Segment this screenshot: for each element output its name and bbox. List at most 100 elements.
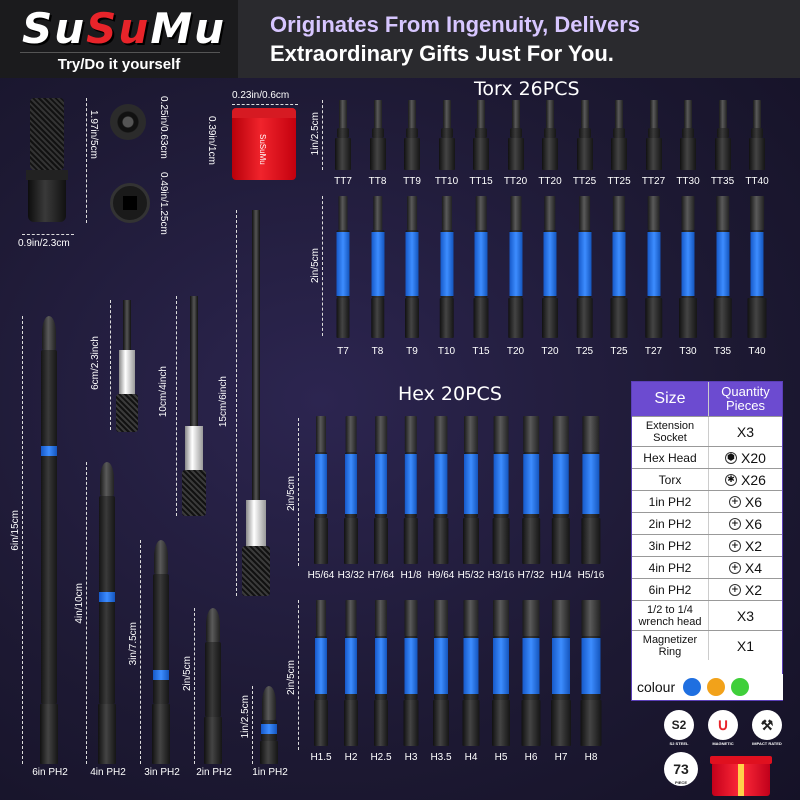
pieces-badge: 73 (664, 752, 698, 786)
hex-row2-line (298, 600, 299, 750)
hex-row1-label: H3/32 (337, 570, 365, 581)
magnetic-caption: MAGNETIC (712, 741, 734, 746)
table-cell-size: 4in PH2 (632, 557, 709, 578)
torx-short-label: TT25 (572, 176, 597, 187)
hex-row2-label: H7 (554, 752, 568, 763)
torx-long-bit (334, 196, 352, 338)
torx-long-label: T25 (610, 346, 628, 357)
torx-short-dim-text: 1in/2.5cm (310, 112, 321, 156)
table-row: 4in PH2+X4 (632, 556, 782, 578)
table-cell-qty: X3 (736, 423, 755, 440)
torx-long-label: T15 (472, 346, 490, 357)
torx-long-label: T20 (506, 346, 525, 357)
hex-row2-label: H8 (584, 752, 598, 763)
hex-row1-line (298, 418, 299, 566)
table-row: Hex Head⬢X20 (632, 446, 782, 468)
table-cell-size: Hex Head (632, 447, 709, 468)
torx-short-bit (748, 100, 766, 170)
table-cell-size: 2in PH2 (632, 513, 709, 534)
magnet-width-line (232, 104, 298, 105)
table-cell-size: 3in PH2 (632, 535, 709, 556)
adapter-socket (26, 98, 68, 223)
table-row: Torx✱X26 (632, 468, 782, 490)
gift-box-icon (710, 756, 772, 796)
socket-top-dim: 0.25in/0.63cm (158, 96, 169, 159)
brand-logo: SuSuMu (22, 4, 227, 53)
hex-icon: ⬢ (725, 451, 738, 464)
hex-bit-row1 (342, 416, 360, 564)
hex-bit-row2 (372, 600, 390, 746)
hex-bit-row2 (492, 600, 510, 746)
table-cell-size: Extension Socket (632, 417, 709, 446)
tagline-divider (20, 52, 220, 53)
torx-long-label: T27 (644, 346, 663, 357)
torx-long-bit (369, 196, 387, 338)
table-cell-size: 1/2 to 1/4 wrench head (632, 601, 709, 630)
hex-bit-row1 (492, 416, 510, 564)
torx-long-label: T20 (541, 346, 559, 357)
ph2-bit (38, 316, 60, 764)
table-row: 2in PH2+X6 (632, 512, 782, 534)
hex-row2-label: H2 (344, 752, 358, 763)
hex-row1-label: H5/32 (457, 570, 485, 581)
ph2-dim: 3in/7.5cm (128, 622, 139, 666)
torx-short-label: TT8 (368, 176, 387, 187)
torx-short-label: TT25 (607, 176, 631, 187)
hex-row2-label: H1.5 (310, 752, 332, 763)
torx-long-label: T7 (337, 346, 349, 357)
ph2-bit (150, 540, 172, 764)
torx-short-bit (507, 100, 525, 170)
torx-short-bit (610, 100, 628, 170)
hex-row1-label: H7/64 (367, 570, 395, 581)
table-cell-qty: +X2 (709, 579, 782, 600)
slogan-line-2: Extraordinary Gifts Just For You. (270, 41, 614, 66)
ph2-bit (258, 686, 280, 764)
torx-long-label: T25 (575, 346, 594, 357)
torx-long-bit (576, 196, 594, 338)
table-cell-qty: X3 (736, 607, 755, 624)
hex-row2-label: H3 (404, 752, 418, 763)
table-row: 3in PH2+X2 (632, 534, 782, 556)
hex-row1-dim: 2in/5cm (286, 476, 297, 512)
table-row: 1/2 to 1/4 wrench head X3 (632, 600, 782, 630)
holder-short-dim: 6cm/2.3inch (90, 336, 101, 390)
hex-bit-row1 (581, 416, 601, 564)
ph2-dim: 2in/5cm (182, 656, 193, 692)
adapter-height-line (86, 98, 87, 223)
holder-mid-line (176, 296, 177, 516)
table-cell-qty: +X6 (709, 513, 782, 534)
holder-mid-dim: 10cm/4inch (158, 366, 169, 418)
hex-row2-label: H4 (464, 752, 478, 763)
table-cell-qty: ✱X26 (709, 469, 782, 490)
hex-row2-label: H3.5 (430, 752, 452, 763)
s2-steel-caption: S2 STEEL (669, 741, 689, 746)
hex-bit-row1 (462, 416, 480, 564)
table-cell-qty: ⬢X20 (709, 447, 782, 468)
table-header: Size Quantity Pieces (632, 382, 782, 416)
impact-icon: ⚒ (752, 710, 782, 740)
phillips-icon: + (728, 583, 741, 596)
table-cell-qty: +X6 (709, 491, 782, 512)
torx-short-label: TT15 (469, 176, 493, 187)
table-row: Extension Socket X3 (632, 416, 782, 446)
table-row: 1in PH2+X6 (632, 490, 782, 512)
phillips-icon: + (728, 561, 741, 574)
pieces-caption: PIECE (674, 780, 687, 785)
torx-long-label: T10 (437, 346, 456, 357)
torx-short-label: TT7 (334, 176, 352, 187)
hex-row1-label: H3/16 (487, 570, 515, 581)
brand-box: SuSuMu Try/Do it yourself (0, 0, 238, 78)
brand-tagline: Try/Do it yourself (57, 56, 181, 73)
s2-steel-badge: S2 (664, 710, 694, 740)
ph2-dim-line (86, 462, 87, 764)
phillips-icon: + (728, 495, 741, 508)
torx-short-label: TT40 (745, 176, 769, 187)
torx-long-bit (541, 196, 559, 338)
holder-long-dim: 15cm/6inch (218, 376, 229, 428)
torx-short-label: TT30 (676, 176, 700, 187)
ph2-dim-line (140, 540, 141, 764)
ph2-dim-line (252, 686, 253, 764)
hex-row1-label: H5/16 (577, 570, 605, 581)
torx-long-bit (644, 196, 663, 338)
ph2-label: 4in PH2 (90, 767, 126, 778)
